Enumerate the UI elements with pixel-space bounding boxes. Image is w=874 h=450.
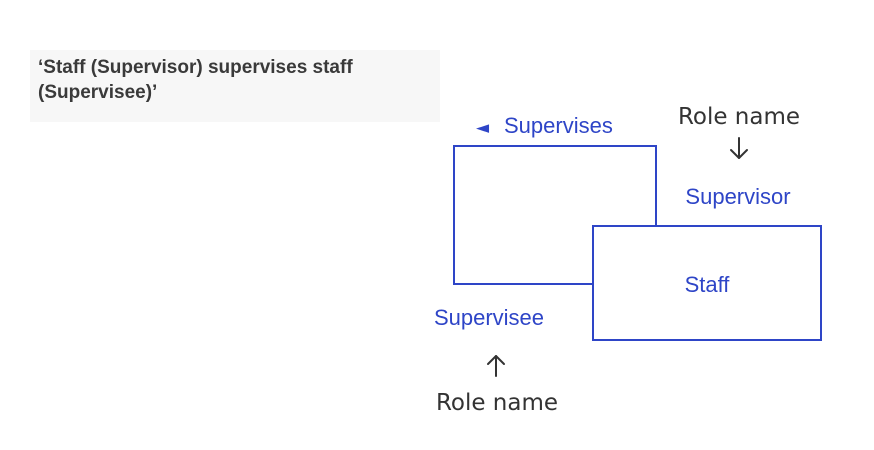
top-role-name-annotation: Role name xyxy=(678,104,800,130)
arrow-up-icon xyxy=(487,355,505,377)
arrow-down-icon xyxy=(730,137,748,159)
relationship-direction-icon: ◄ xyxy=(476,118,490,138)
relationship-loop-line xyxy=(453,145,657,285)
staff-entity-label: Staff xyxy=(685,272,731,297)
supervisor-role-label: Supervisor xyxy=(685,184,790,209)
bottom-role-name-annotation: Role name xyxy=(436,390,558,416)
caption-text: ‘Staff (Supervisor) supervises staff (Su… xyxy=(38,57,353,103)
staff-entity-box xyxy=(592,225,822,341)
caption-box: ‘Staff (Supervisor) supervises staff (Su… xyxy=(30,50,440,122)
relationship-label: Supervises xyxy=(504,113,613,138)
supervisee-role-label: Supervisee xyxy=(434,305,544,330)
